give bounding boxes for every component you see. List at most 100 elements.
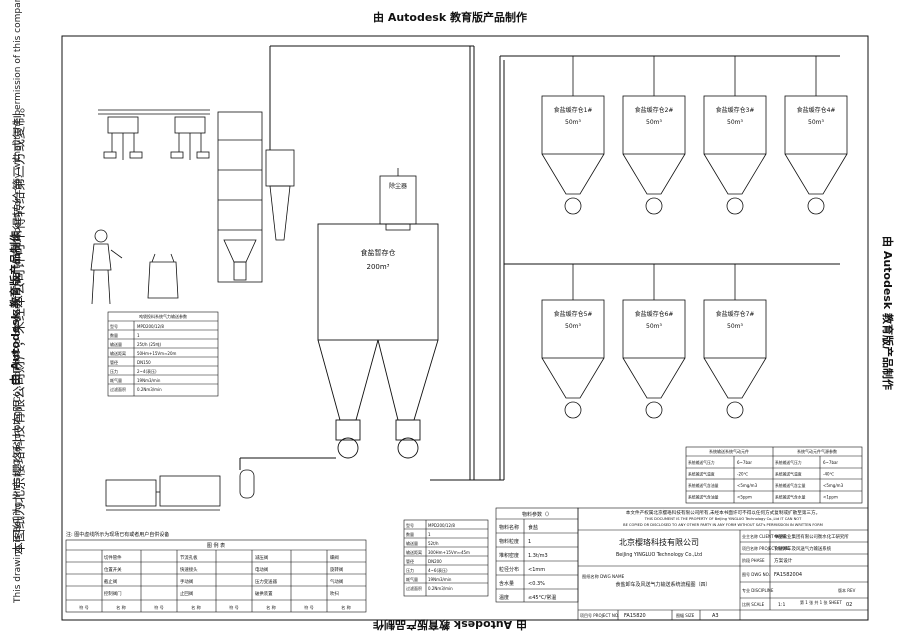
spec-mid-value: 52t/h	[428, 541, 439, 546]
sysparam-value: <5mg/m3	[737, 483, 758, 488]
legend-item-name: 电动阀	[255, 566, 268, 573]
spec-left-value: MPD200/12/8	[137, 324, 164, 329]
dwg-no-value: FA1582004	[774, 572, 802, 578]
notice-en-1: THIS DOCUMENT IS THE PROPERTY OF BeiJing…	[644, 517, 802, 521]
legend-item-name: 截止阀	[104, 578, 117, 585]
legend-item-name: 止回阀	[180, 590, 193, 597]
spec-left-value: 50Hm+15Vm≈20m	[137, 351, 177, 356]
spec-left-value: 25t/h (25吨)	[137, 341, 161, 347]
compressor-skid	[105, 475, 221, 511]
sheet-label: 第 1 张 共 1 张 SHEET	[800, 599, 842, 605]
legend-header: 符 号	[154, 604, 164, 611]
spec-left-value: 19Nm3/min	[137, 378, 161, 383]
legend-item-name: 压力变送器	[255, 578, 278, 585]
sysparam-value: 6~7bar	[737, 460, 752, 465]
spec-left-key: 数量	[110, 332, 118, 338]
legend-item-name: 旋转阀	[330, 566, 343, 573]
spec-left-key: 耗气量	[110, 377, 122, 383]
bag-unloading-station	[217, 111, 295, 283]
dwg-name-label: 图纸名称 DWG NAME	[582, 573, 625, 580]
spec-mid-value: 0.2Nm3/min	[428, 586, 453, 591]
material-value: ≤45°C/常温	[528, 594, 556, 601]
air-receiver	[239, 469, 255, 499]
client-label: 业主名称 CLIENT NAME	[742, 533, 787, 539]
watermark-top: 由 Autodesk 教育版产品制作	[372, 11, 527, 24]
sysparam-key: 系统输送气压力	[688, 460, 715, 465]
spec-left-value: 0.2Nm3/min	[137, 387, 162, 392]
sysparam-caption-right: 系统气动元件气源参数	[797, 448, 837, 454]
spec-mid-value: 4~6(表压)	[428, 567, 448, 573]
watermark-right: 由 Autodesk 教育版产品制作	[881, 235, 894, 390]
material-key: 物料粒度	[499, 538, 519, 545]
material-key: 堆积密度	[499, 552, 519, 559]
rev-value: 02	[846, 602, 852, 608]
hoist-rail	[98, 109, 210, 160]
silo-row-top	[541, 56, 848, 215]
silo-6-name: 食盐缓存仓6#	[635, 310, 674, 318]
spec-mid-value: 300Hm+15Vm≈45m	[428, 550, 470, 555]
material-key: 温度	[499, 594, 509, 601]
spec-mid-value: 1	[428, 532, 431, 537]
legend-item-name: 节流孔板	[180, 554, 198, 561]
spec-left-value: DN150	[137, 360, 151, 365]
company-name-cn: 北京樱珞科技有限公司	[619, 537, 699, 547]
material-value: 1	[528, 539, 531, 545]
silo-3-name: 食盐缓存仓3#	[716, 106, 755, 114]
title-block	[577, 507, 869, 621]
sysparam-key: 系统输送气温度	[688, 472, 715, 477]
silo-5-volume: 50m³	[565, 323, 581, 330]
sysparam-caption-left: 系统输送系统气动元件	[709, 448, 749, 454]
notice-en-2: BE COPIED OR DISCLOSED TO ANY OTHER PART…	[623, 523, 823, 527]
spec-mid-key: 管径	[406, 558, 414, 564]
legend-item-name: 破拱装置	[255, 590, 273, 597]
silo-3-volume: 50m³	[727, 119, 743, 126]
material-table	[495, 507, 579, 603]
project-label: 项目名称 PROJECT NAME	[742, 545, 790, 551]
spec-left-key: 过滤面积	[110, 386, 126, 392]
client-name: 中国盐业集团有限公司衡水化工研究所	[774, 533, 849, 540]
spec-mid-key: 输送量	[406, 540, 418, 546]
spec-left-caption: 吨袋投料系统气力输送参数	[139, 313, 187, 319]
main-silo	[317, 223, 439, 459]
spec-mid-value: MPD200/12/8	[428, 523, 455, 528]
legend-header: 名 称	[266, 604, 276, 611]
spec-mid-key: 压力	[406, 567, 414, 573]
spec-mid-value: DN200	[428, 559, 442, 564]
phase-label: 阶段 PHASE	[742, 557, 765, 563]
sysparam-value: 6~7bar	[823, 460, 838, 465]
legend-header: 名 称	[341, 604, 351, 611]
sysparam-key: 系统输送气温度	[775, 472, 802, 477]
legend-header: 名 称	[191, 604, 201, 611]
main-silo-volume: 200m³	[367, 263, 390, 271]
material-key: 粒径分布	[499, 566, 519, 573]
sysparam-key: 系统输送气含尘量	[775, 483, 806, 488]
project-name: 食盐卸车及风送气力输送系统	[774, 545, 832, 552]
material-key: 物料名称	[499, 524, 519, 531]
silo-7-volume: 50m³	[727, 323, 743, 330]
spec-left-key: 型号	[110, 323, 118, 329]
sysparam-value: -20℃	[737, 472, 749, 477]
material-key: 含水量	[499, 580, 514, 587]
project-no-label: 项目号 PROJECT NO.	[580, 612, 619, 618]
legend-item-name: 减压阀	[255, 554, 268, 561]
legend-item-name: 快速接头	[180, 566, 198, 573]
sysparam-value: -40℃	[823, 472, 835, 477]
material-value: 1.3t/m3	[528, 553, 548, 559]
spec-left-value: 1	[137, 333, 140, 338]
operator-figure	[90, 229, 123, 305]
project-no-value: FA15820	[624, 613, 646, 619]
material-header: 物料参数（）	[522, 511, 552, 518]
silo-row-bottom	[541, 264, 767, 419]
scale-label: 比例 SCALE	[742, 601, 765, 607]
spec-mid-key: 输送距离	[406, 549, 422, 555]
material-value: <1mm	[528, 567, 545, 573]
silo-1-volume: 50m³	[565, 119, 581, 126]
spec-left-value: 2~4(表压)	[137, 368, 157, 374]
legend-item-name: 蝶阀	[330, 554, 339, 561]
sysparam-value: <5ppm	[737, 495, 752, 500]
phase-value: 方案设计	[774, 557, 793, 564]
